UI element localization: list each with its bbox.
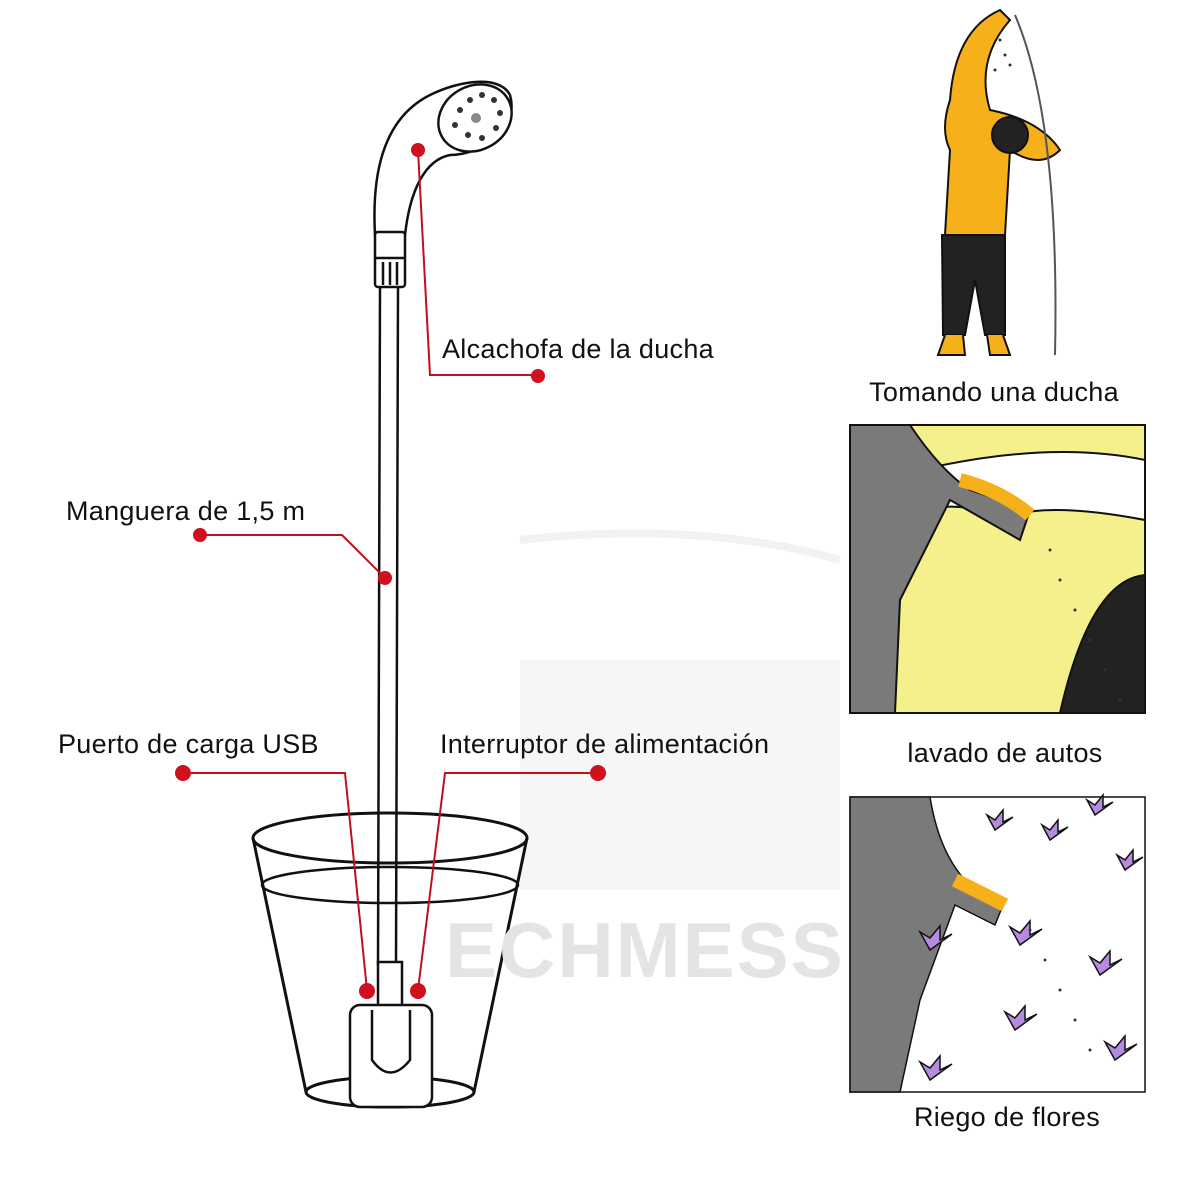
shower-head-label: Alcachofa de la ducha <box>442 334 714 364</box>
power-switch-label: Interruptor de alimentación <box>440 729 770 759</box>
hose <box>376 286 400 966</box>
shower-caption: Tomando una ducha <box>869 377 1119 407</box>
shower-illustration <box>936 8 1062 356</box>
hose-label: Manguera de 1,5 m <box>66 496 306 526</box>
shower-head-icon <box>373 80 513 289</box>
watermark-pot-icon <box>519 529 842 890</box>
pump-icon <box>348 960 434 1109</box>
callout-dots <box>175 143 606 999</box>
car-wash-illustration <box>849 424 1146 714</box>
watermark: ECHMESS <box>445 906 845 994</box>
flowers-caption: Riego de flores <box>913 1102 1101 1132</box>
watering-flowers-illustration <box>849 792 1146 1093</box>
car-wash-caption: lavado de autos <box>907 738 1103 768</box>
callout-lines <box>183 149 598 991</box>
usb-port-label: Puerto de carga USB <box>58 729 319 759</box>
